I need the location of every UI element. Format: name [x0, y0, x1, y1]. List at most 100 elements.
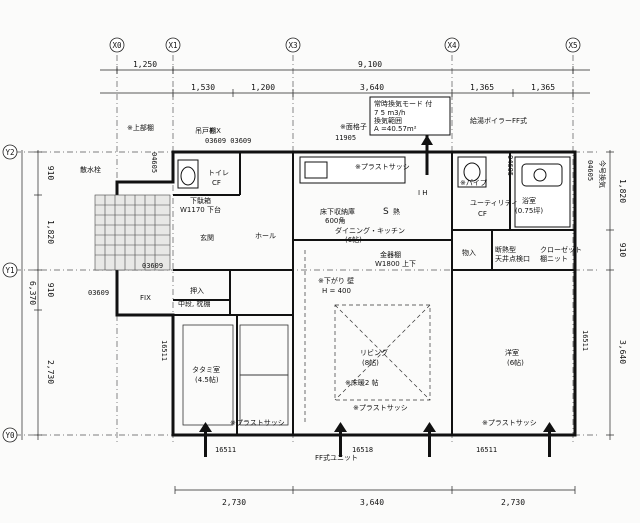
tatami-mats	[182, 324, 289, 426]
label-dining-size: (6帖)	[345, 235, 362, 244]
dimension-lines	[21, 66, 614, 494]
ventilation-box	[369, 96, 451, 136]
dim-left-910a: 910	[46, 166, 55, 181]
label-gecabinet: 下駄箱	[190, 196, 211, 205]
grid-label-y2: Y2	[5, 148, 14, 157]
label-dining: ダイニング・キッチン	[335, 226, 405, 235]
label-floor-heat-sub: 600角	[325, 216, 345, 225]
label-sprinkler: 散水栓	[80, 165, 101, 174]
label-fix-left: FIX	[140, 294, 151, 302]
living-ceiling-feature	[304, 250, 431, 425]
label-insul: 断熱型	[495, 245, 516, 254]
dim-left-910b: 910	[46, 283, 55, 298]
label-yoshitsu-size: (6帖)	[507, 358, 524, 367]
dim-top-1365a: 1,365	[470, 83, 494, 92]
grid-label-x3: X3	[288, 41, 297, 50]
label-toilet: トイレ	[208, 169, 229, 177]
dim-bottom-3640: 3,640	[360, 498, 384, 507]
genkan-tiles	[94, 194, 171, 271]
label-code-right-vert: 16511	[581, 330, 589, 351]
label-hi: 熱	[393, 207, 400, 216]
label-code-bottom3: 16511	[476, 446, 497, 454]
label-storage: 物入	[462, 248, 476, 257]
label-closet2-sub: 棚ニット	[540, 254, 568, 263]
bath-fixture	[514, 156, 571, 228]
label-living-note: ※床暖2 帖	[345, 378, 379, 387]
dim-top-3640: 3,640	[360, 83, 384, 92]
dim-left-6370: 6,370	[28, 281, 37, 305]
label-closet-sub: 中段, 枕棚	[178, 299, 210, 308]
grid-bubbles-left	[2, 144, 18, 443]
entry-arrows	[199, 422, 556, 457]
label-box1: 04605	[150, 152, 158, 173]
label-code-bottom2: 16518	[352, 446, 373, 454]
label-fix-ff: FF式ユニット	[315, 453, 358, 462]
label-fix-code-top: 03609 03609	[205, 137, 251, 145]
grid-label-x5: X5	[568, 41, 577, 50]
label-code-bottom1: 16511	[215, 446, 236, 454]
grid-label-x1: X1	[168, 41, 177, 50]
vent-arrow-head	[421, 135, 433, 145]
label-ih: I H	[418, 189, 428, 197]
ventilation-line3: 換気範囲	[374, 116, 402, 125]
ventilation-line4: A =40.57m²	[374, 125, 417, 133]
dim-top-1250: 1,250	[133, 60, 157, 69]
ventilation-line1: 常時換気モード 付	[374, 99, 432, 108]
label-code-16511-left: 16511	[160, 340, 168, 361]
label-closet2: クローゼット	[540, 245, 582, 254]
label-bath: 浴室	[522, 196, 536, 205]
label-upper-closet: 吊戸棚	[195, 126, 216, 135]
label-genkan: 玄関	[200, 233, 214, 242]
label-crawl: ※下がり 壁	[318, 276, 354, 285]
label-sink-sash: ※プラストサッシ	[355, 163, 410, 171]
label-lattice: ※面格子	[340, 122, 367, 131]
label-kan-sub: W1800 上下	[375, 259, 416, 268]
dim-left-1820: 1,820	[46, 220, 55, 244]
label-bath-size: (0.75坪)	[515, 207, 543, 215]
label-living: リビング	[360, 348, 388, 357]
toilet-fixture	[177, 159, 199, 189]
kitchen-counter	[299, 156, 406, 184]
label-living-size: (8帖)	[362, 358, 379, 367]
label-sash-bottom3: ※プラストサッシ	[482, 419, 537, 427]
label-sash-bottom1: ※プラストサッシ	[230, 419, 285, 427]
dim-top-1200: 1,200	[251, 83, 275, 92]
label-cf1: CF	[212, 179, 221, 187]
label-tatami-size: (4.5帖)	[195, 375, 219, 384]
ventilation-line2: 7 5 m3/h	[374, 109, 405, 117]
label-code-right1: 04605	[506, 155, 514, 176]
label-fix-code-left: 03609	[142, 262, 163, 270]
label-s-mark: S	[383, 207, 389, 217]
label-cf2: CF	[478, 210, 487, 218]
dim-bottom-2730b: 2,730	[501, 498, 525, 507]
dim-top-1530: 1,530	[191, 83, 215, 92]
dim-left-2730: 2,730	[46, 360, 55, 384]
grid-label-x4: X4	[447, 41, 457, 50]
utility-sink	[457, 156, 487, 188]
label-sash-bottom2: ※プラストサッシ	[353, 404, 408, 412]
label-fix-top: FIX	[210, 127, 221, 135]
dim-bottom-2730a: 2,730	[222, 498, 246, 507]
label-handrail: ※上部棚	[127, 123, 154, 132]
label-tatami: タタミ室	[192, 365, 220, 374]
label-fix-code-left2: 03609	[88, 289, 109, 297]
label-kan: 金器棚	[380, 250, 401, 259]
label-code-11905: 11905	[335, 134, 356, 142]
dim-right-3640: 3,640	[618, 340, 627, 364]
label-yoshitsu: 洋室	[505, 348, 519, 357]
label-gecabinet-sub: W1170 下台	[180, 205, 221, 214]
grid-label-x0: X0	[112, 41, 122, 50]
interior-walls	[173, 152, 575, 435]
dim-right-910: 910	[618, 243, 627, 258]
grid-bubbles-top	[109, 37, 581, 53]
label-hall: ホール	[255, 232, 276, 240]
grid-label-y1: Y1	[5, 266, 14, 275]
dim-top-1365b: 1,365	[531, 83, 555, 92]
label-crawl-h: H = 400	[322, 287, 351, 295]
dim-top-9100: 9,100	[358, 60, 382, 69]
label-insul-sub: 天井点検口	[495, 254, 530, 263]
label-pipe: ※パイプ	[460, 179, 487, 187]
label-right-vert: 今号換気	[598, 160, 607, 188]
